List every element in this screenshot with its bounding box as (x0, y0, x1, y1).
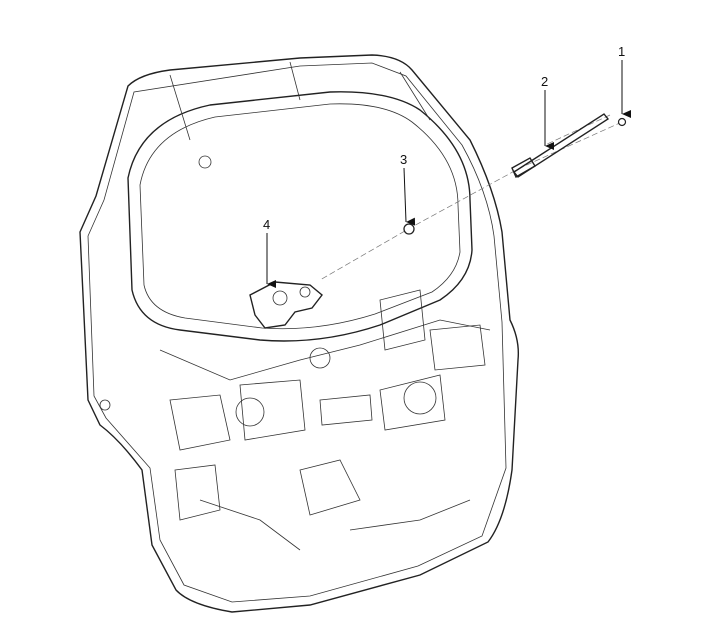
arrow-icon (403, 167, 416, 226)
callout-1: 1 (618, 44, 631, 118)
assembly-line-2 (544, 114, 611, 146)
callout-number: 3 (400, 152, 407, 167)
nut-part (617, 117, 627, 127)
wiper-shaft-part (511, 113, 610, 178)
callout-2: 2 (541, 74, 554, 150)
callout-4: 4 (263, 217, 276, 288)
grommet-part (403, 223, 415, 235)
callout-3: 3 (400, 152, 416, 226)
tailgate-panel (79, 54, 520, 613)
callout-number: 1 (618, 44, 625, 59)
wiper-motor-part (249, 281, 323, 329)
callout-number: 4 (263, 217, 270, 232)
assembly-line (319, 121, 623, 281)
callout-number: 2 (541, 74, 548, 89)
